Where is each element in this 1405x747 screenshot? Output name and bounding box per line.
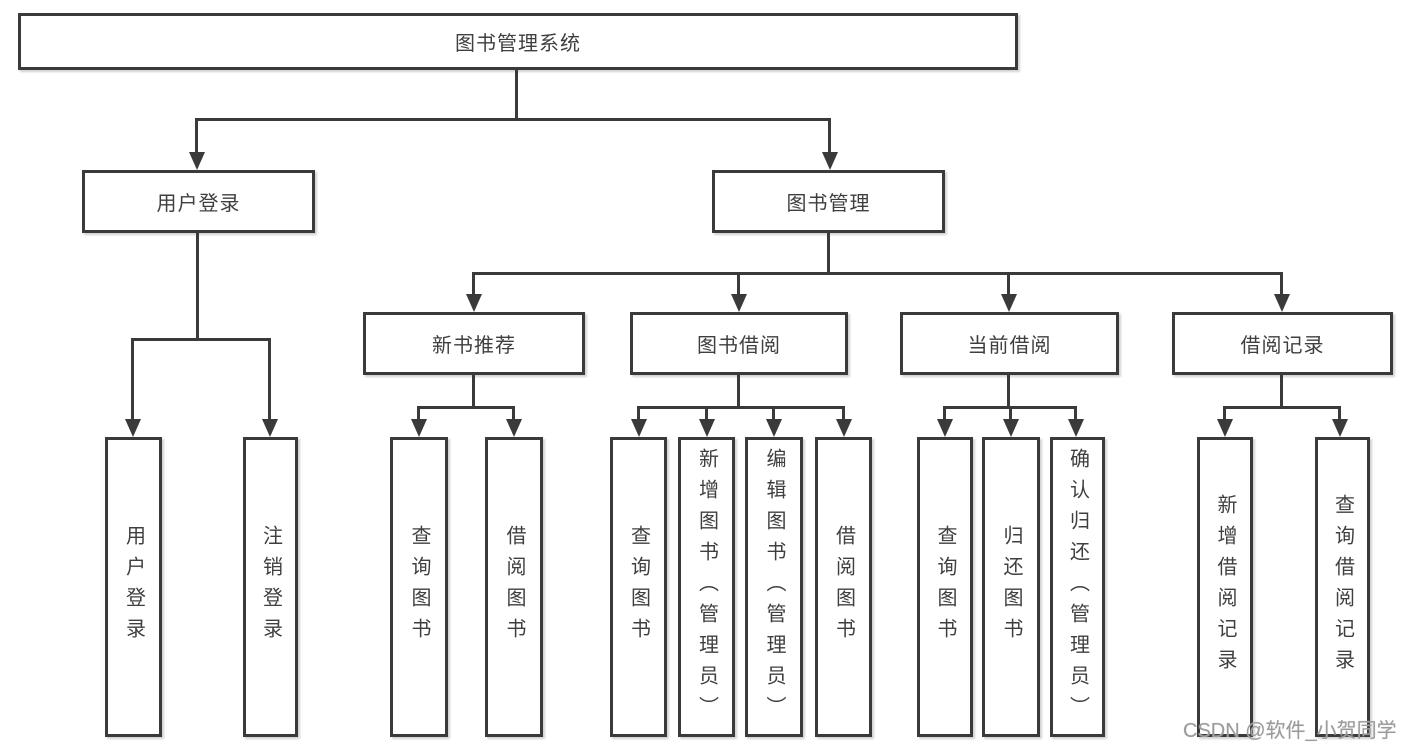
connector-management-branch bbox=[472, 272, 1283, 275]
csdn-watermark: CSDN @软件_小贺同学 bbox=[1183, 720, 1397, 742]
arrow-to-records-2 bbox=[1332, 419, 1348, 437]
leaf-current-query-books: 查询图书 bbox=[917, 437, 973, 737]
arrow-to-current bbox=[1001, 294, 1017, 312]
leaf-borrow-query-books: 查询图书 bbox=[610, 437, 667, 737]
node-book-borrow-label: 图书借阅 bbox=[697, 335, 781, 357]
node-book-management-label: 图书管理 bbox=[786, 193, 871, 215]
node-book-management: 图书管理 bbox=[712, 170, 945, 233]
leaf-borrow-add-books-admin-label: 新增图书（管理员） bbox=[695, 447, 718, 727]
leaf-borrow-edit-books-admin-label: 编辑图书（管理员） bbox=[763, 447, 785, 727]
connector-drop-current-1 bbox=[943, 406, 946, 421]
leaf-recommend-borrow-books-label: 借阅图书 bbox=[503, 525, 525, 649]
leaf-borrow-add-books-admin: 新增图书（管理员） bbox=[678, 437, 735, 737]
connector-borrow-stem bbox=[737, 375, 740, 408]
node-current-borrow-label: 当前借阅 bbox=[967, 335, 1052, 357]
connector-current-stem bbox=[1007, 375, 1010, 408]
connector-root-branch bbox=[195, 118, 831, 121]
connector-drop-recommend bbox=[472, 272, 475, 296]
arrow-to-borrow bbox=[731, 294, 747, 312]
node-root-label: 图书管理系统 bbox=[455, 33, 581, 55]
connector-drop-records-1 bbox=[1223, 406, 1226, 421]
arrow-to-recommend-1 bbox=[411, 419, 427, 437]
arrow-to-records-1 bbox=[1217, 419, 1233, 437]
node-user-login-label: 用户登录 bbox=[156, 193, 241, 215]
connector-root-stem bbox=[515, 70, 518, 120]
leaf-recommend-query-books-label: 查询图书 bbox=[408, 525, 430, 649]
connector-drop-current-3 bbox=[1074, 406, 1077, 421]
connector-drop-borrow bbox=[737, 272, 740, 296]
leaf-recommend-borrow-books: 借阅图书 bbox=[485, 437, 543, 737]
connector-drop-borrow-2 bbox=[705, 406, 708, 421]
leaf-borrow-borrow-books: 借阅图书 bbox=[815, 437, 872, 737]
leaf-borrow-edit-books-admin: 编辑图书（管理员） bbox=[745, 437, 803, 737]
connector-drop-borrow-1 bbox=[637, 406, 640, 421]
connector-drop-current-2 bbox=[1009, 406, 1012, 421]
arrow-to-borrow-1 bbox=[631, 419, 647, 437]
node-borrow-records: 借阅记录 bbox=[1172, 312, 1393, 375]
connector-drop-recommend-2 bbox=[512, 406, 515, 421]
leaf-current-confirm-return-admin-label: 确认归还（管理员） bbox=[1066, 447, 1089, 727]
arrow-to-current-3 bbox=[1068, 419, 1084, 437]
connector-drop-records bbox=[1280, 272, 1283, 296]
leaf-records-add-record-label: 新增借阅记录 bbox=[1214, 494, 1236, 680]
leaf-records-query-record: 查询借阅记录 bbox=[1315, 437, 1370, 737]
leaf-user-login: 用户登录 bbox=[105, 437, 162, 737]
leaf-current-confirm-return-admin: 确认归还（管理员） bbox=[1050, 437, 1105, 737]
leaf-borrow-query-books-label: 查询图书 bbox=[627, 525, 650, 649]
connector-management-stem bbox=[827, 233, 830, 274]
leaf-logout: 注销登录 bbox=[243, 437, 298, 737]
arrow-to-leaf-login-2 bbox=[262, 419, 278, 437]
leaf-recommend-query-books: 查询图书 bbox=[390, 437, 448, 737]
leaf-current-return-books: 归还图书 bbox=[982, 437, 1040, 737]
leaf-borrow-borrow-books-label: 借阅图书 bbox=[832, 525, 855, 649]
arrow-to-login bbox=[189, 152, 205, 170]
arrow-to-recommend bbox=[466, 294, 482, 312]
leaf-user-login-label: 用户登录 bbox=[122, 525, 145, 649]
leaf-records-add-record: 新增借阅记录 bbox=[1197, 437, 1253, 737]
node-user-login: 用户登录 bbox=[82, 170, 315, 233]
connector-recommend-stem bbox=[472, 375, 475, 408]
arrow-to-borrow-2 bbox=[699, 419, 715, 437]
node-book-borrow: 图书借阅 bbox=[630, 312, 848, 375]
connector-recommend-branch bbox=[417, 406, 515, 409]
connector-login-stem bbox=[196, 233, 199, 340]
arrow-to-records bbox=[1274, 294, 1290, 312]
arrow-to-current-1 bbox=[937, 419, 953, 437]
node-root: 图书管理系统 bbox=[18, 13, 1018, 70]
connector-records-branch bbox=[1223, 406, 1341, 409]
arrow-to-borrow-3 bbox=[766, 419, 782, 437]
connector-drop-recommend-1 bbox=[417, 406, 420, 421]
leaf-current-query-books-label: 查询图书 bbox=[934, 525, 956, 649]
node-borrow-records-label: 借阅记录 bbox=[1240, 335, 1325, 357]
connector-drop-records-2 bbox=[1338, 406, 1341, 421]
connector-drop-borrow-4 bbox=[842, 406, 845, 421]
node-new-book-recommend-label: 新书推荐 bbox=[432, 335, 516, 357]
arrow-to-current-2 bbox=[1003, 419, 1019, 437]
connector-borrow-branch bbox=[637, 406, 845, 409]
connector-drop-management bbox=[828, 118, 831, 154]
connector-drop-leaf-login-2 bbox=[268, 338, 271, 421]
node-new-book-recommend: 新书推荐 bbox=[363, 312, 585, 375]
leaf-current-return-books-label: 归还图书 bbox=[1000, 525, 1022, 649]
connector-login-branch bbox=[131, 338, 271, 341]
leaf-logout-label: 注销登录 bbox=[259, 525, 282, 649]
connector-drop-login bbox=[195, 118, 198, 154]
leaf-records-query-record-label: 查询借阅记录 bbox=[1331, 494, 1354, 680]
arrow-to-borrow-4 bbox=[836, 419, 852, 437]
connector-drop-current bbox=[1007, 272, 1010, 296]
arrow-to-management bbox=[822, 152, 838, 170]
connector-records-stem bbox=[1280, 375, 1283, 408]
node-current-borrow: 当前借阅 bbox=[900, 312, 1119, 375]
arrow-to-recommend-2 bbox=[506, 419, 522, 437]
arrow-to-leaf-login-1 bbox=[125, 419, 141, 437]
connector-drop-leaf-login-1 bbox=[131, 338, 134, 421]
connector-drop-borrow-3 bbox=[772, 406, 775, 421]
